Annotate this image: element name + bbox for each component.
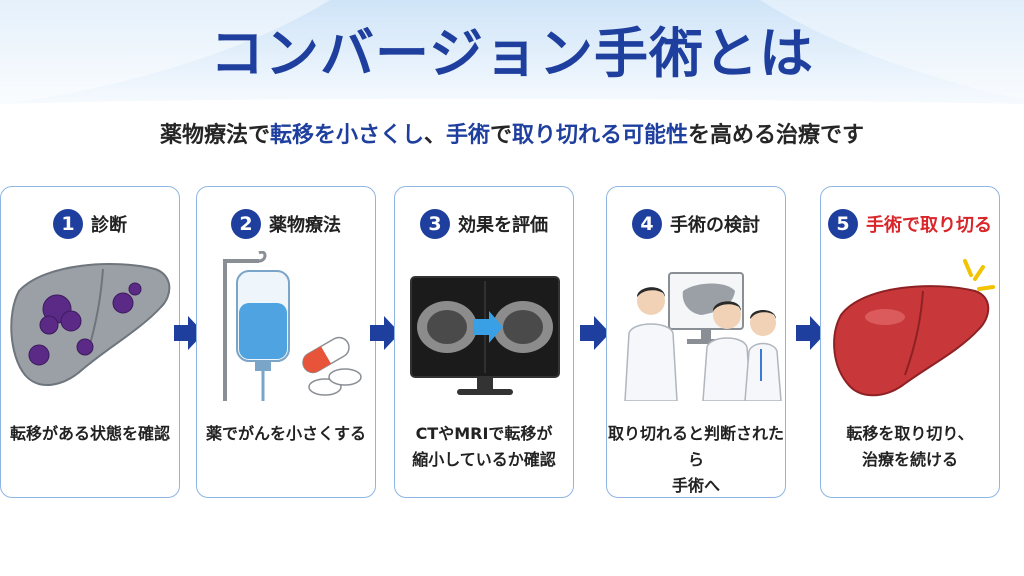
step-description-line: 手術へ <box>671 476 720 495</box>
step-number-badge: 5 <box>828 209 858 239</box>
subtitle-text: 、 <box>423 123 446 148</box>
step-number-badge: 2 <box>231 209 261 239</box>
step-description: CTやMRIで転移が 縮小しているか確認 <box>395 421 573 473</box>
step-header: 3 効果を評価 <box>395 207 573 241</box>
step-title: 手術の検討 <box>670 215 760 236</box>
subtitle-text: で <box>490 123 513 148</box>
step-description-line: 取り切れると判断されたら <box>607 424 784 469</box>
arrow-right-icon <box>174 316 204 350</box>
step-number-badge: 1 <box>53 209 83 239</box>
step-header: 1 診断 <box>1 207 179 241</box>
step-card-2: 2 薬物療法 薬でがんを小さくする <box>196 186 376 498</box>
step-description: 転移を取り切り、 治療を続ける <box>821 421 999 473</box>
arrow-right-icon <box>370 316 400 350</box>
step-header: 2 薬物療法 <box>197 207 375 241</box>
subtitle-highlight: 取り切れる可能性 <box>512 123 689 148</box>
healthy-liver-icon <box>833 259 995 397</box>
step-title: 薬物療法 <box>269 215 341 236</box>
step-card-4: 4 手術の検討 取り切れると判断されたら 手術へ <box>606 186 786 498</box>
subtitle-highlight: 転移を小さくし <box>269 123 424 148</box>
banner-swoosh <box>0 0 1024 110</box>
step-description-line: CTやMRIで転移が <box>415 424 553 443</box>
step-card-3: 3 効果を評価 CTやMRIで転移が 縮小しているか確認 <box>394 186 574 498</box>
step-description-line: 転移がある状態を確認 <box>9 424 170 443</box>
arrow-right-icon <box>796 316 826 350</box>
page-title: コンバージョン手術とは <box>210 22 814 85</box>
step-card-1: 1 診断 転移がある状態を確認 <box>0 186 180 498</box>
ct-scan-monitor-icon <box>410 276 560 395</box>
step-description: 取り切れると判断されたら 手術へ <box>607 421 785 499</box>
step-description-line: 薬でがんを小さくする <box>205 424 366 443</box>
step-header: 4 手術の検討 <box>607 207 785 241</box>
step-description: 転移がある状態を確認 <box>1 421 179 447</box>
step-title: 手術で取り切る <box>866 215 992 236</box>
subtitle: 薬物療法で転移を小さくし、手術で取り切れる可能性を高める治療です <box>0 120 1024 152</box>
step-title: 診断 <box>91 215 127 236</box>
step-card-5: 5 手術で取り切る 転移を取り切り、 治療を続ける <box>820 186 1000 498</box>
step-number-badge: 4 <box>632 209 662 239</box>
doctors-reviewing-scan-icon <box>624 272 782 401</box>
iv-drip-and-pills-icon <box>223 251 362 401</box>
arrow-right-icon <box>580 316 610 350</box>
step-description-line: 治療を続ける <box>861 450 958 469</box>
step-description: 薬でがんを小さくする <box>197 421 375 447</box>
step-number-badge: 3 <box>420 209 450 239</box>
step-description-line: 縮小しているか確認 <box>412 450 556 469</box>
header-banner <box>0 0 1024 110</box>
subtitle-text: を高める治療です <box>688 123 865 148</box>
subtitle-text: 薬物療法で <box>159 123 270 148</box>
step-title: 効果を評価 <box>458 215 548 236</box>
step-header: 5 手術で取り切る <box>821 207 999 241</box>
subtitle-highlight: 手術 <box>445 123 490 148</box>
step-description-line: 転移を取り切り、 <box>846 424 974 443</box>
liver-with-tumors-icon <box>10 263 171 387</box>
